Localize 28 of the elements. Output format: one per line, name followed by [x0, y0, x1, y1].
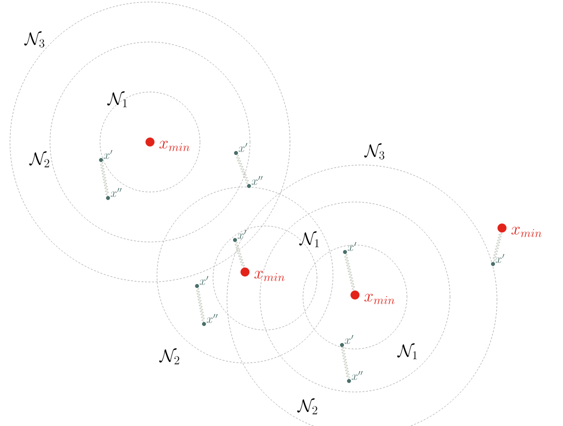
wavy-line	[492, 232, 502, 262]
point-label: $x'$	[238, 230, 246, 239]
point-label: $x''$	[352, 370, 363, 380]
neighborhood-label: $\mathcal{N}_2$	[29, 151, 50, 168]
point-label: $x''$	[206, 314, 218, 323]
point-label: $x_{min}$	[254, 270, 284, 282]
point-label: $x'$	[348, 242, 356, 251]
point-label: $x_{min}$	[511, 226, 542, 238]
wavy-line	[234, 242, 245, 268]
point-label: $x'$	[496, 254, 504, 263]
neighborhood-label: $\mathcal{N}_2$	[159, 348, 180, 364]
wavy-line	[196, 288, 205, 322]
point-label: $x'$	[200, 276, 208, 285]
neighborhood-label: $\mathcal{N}_2$	[297, 398, 318, 414]
point-label: $x_{min}$	[364, 294, 394, 304]
point-label: $x''$	[110, 188, 122, 197]
neighborhood-label: $\mathcal{N}_3$	[24, 31, 44, 48]
neighborhood-label: $\mathcal{N}_3$	[364, 143, 384, 160]
neighborhood-label: $\mathcal{N}_1$	[299, 231, 319, 248]
point-label: $x_{min}$	[159, 140, 190, 152]
neighborhood-label: $\mathcal{N}_1$	[107, 91, 127, 108]
point-label: $x'$	[104, 150, 112, 159]
point-label: $x'$	[344, 334, 354, 344]
point-label: $x'$	[238, 142, 248, 152]
neighborhood-label: $\mathcal{N}_1$	[397, 343, 417, 360]
wavy-line	[344, 254, 355, 291]
point-label: $x''$	[252, 176, 263, 185]
wavy-line	[341, 346, 350, 380]
